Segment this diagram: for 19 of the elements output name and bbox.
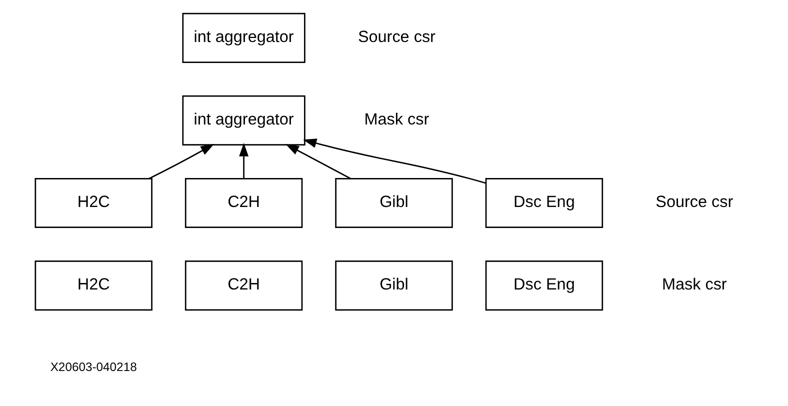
label: Mask csr [662,276,727,294]
node-box: Dsc Eng [485,178,604,228]
node-box: H2C [34,260,152,311]
node-box: int aggregator [182,95,306,146]
label: X20603-040218 [50,360,137,374]
node-box: Gibl [335,260,453,311]
arrow [303,138,486,184]
node-box: Gibl [335,178,453,228]
label: Source csr [656,193,734,212]
label: Mask csr [364,110,430,129]
arrow [148,144,214,180]
node-box: int aggregator [182,12,306,63]
node-box: C2H [184,260,303,311]
node-box: C2H [184,178,303,228]
arrow [239,142,249,178]
arrow [285,144,351,180]
label: Source csr [358,28,436,46]
node-box: Dsc Eng [485,260,604,311]
node-box: H2C [34,178,152,228]
